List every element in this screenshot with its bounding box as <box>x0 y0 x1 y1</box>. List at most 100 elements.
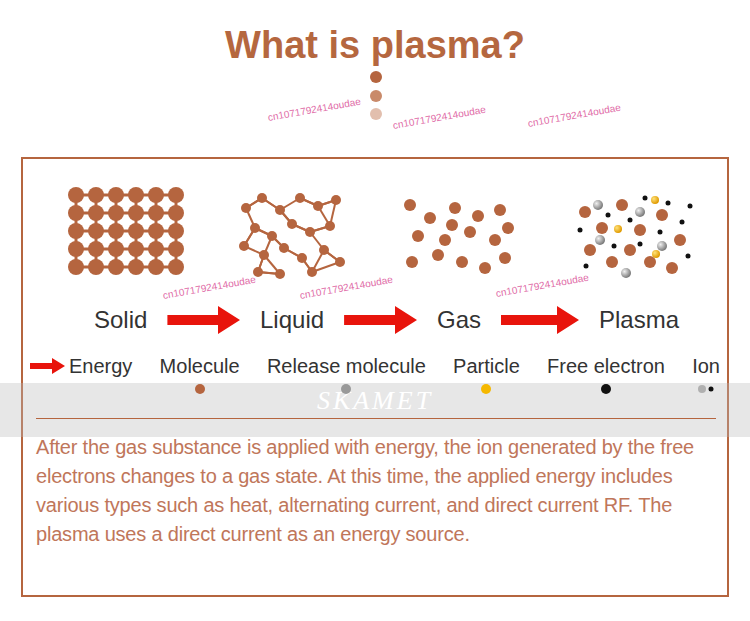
release-molecule <box>635 207 645 217</box>
ion-dot <box>709 387 714 392</box>
molecule <box>108 241 124 257</box>
legend-text: Ion <box>692 354 720 378</box>
molecule <box>88 241 104 257</box>
legend-item: Release molecule <box>267 354 426 396</box>
molecule <box>68 205 84 221</box>
free-electron <box>638 242 643 247</box>
molecule <box>68 259 84 275</box>
legend-swatch <box>188 382 212 396</box>
dot <box>370 71 382 83</box>
dot <box>370 108 382 120</box>
legend-item: Free electron <box>547 354 665 396</box>
molecule <box>88 259 104 275</box>
watermark-text: cn1071792414oudae <box>162 274 256 301</box>
molecule <box>168 259 184 275</box>
molecule <box>88 187 104 203</box>
release-molecule <box>595 235 605 245</box>
free-electron <box>584 264 589 269</box>
molecule <box>596 222 608 234</box>
watermark-logo: SKAMET <box>0 386 750 416</box>
molecule <box>128 187 144 203</box>
molecule <box>404 199 416 211</box>
molecule <box>168 187 184 203</box>
free-electron <box>658 230 663 235</box>
free-electron <box>686 254 691 259</box>
molecule <box>456 256 468 268</box>
molecule <box>464 226 476 238</box>
molecule <box>472 210 484 222</box>
molecule <box>148 223 164 239</box>
molecule <box>307 267 317 277</box>
watermark-text: cn1071792414oudae <box>267 96 361 123</box>
molecule <box>305 227 315 237</box>
molecule <box>267 231 277 241</box>
molecule <box>313 201 323 211</box>
molecule <box>279 243 289 253</box>
state-label: Plasma <box>579 304 699 336</box>
molecule <box>239 241 249 251</box>
legend-row: Energy Molecule Release molecule Particle Fr… <box>30 354 720 396</box>
molecule <box>412 230 424 242</box>
molecule <box>128 205 144 221</box>
molecule <box>606 256 618 268</box>
molecule <box>335 257 345 267</box>
legend-item: Molecule <box>160 354 240 396</box>
molecule <box>439 234 451 246</box>
molecule <box>168 205 184 221</box>
state-label: Gas <box>417 304 501 336</box>
molecule <box>479 262 491 274</box>
legend-text: Particle <box>453 354 520 378</box>
molecule <box>319 245 329 255</box>
free-electron <box>643 196 648 201</box>
molecule <box>68 187 84 203</box>
legend-dot <box>341 384 351 394</box>
legend-dot <box>481 384 491 394</box>
energy-arrow <box>501 306 579 334</box>
particle <box>652 250 660 258</box>
energy-arrow-sample <box>30 356 66 376</box>
molecule <box>331 195 341 205</box>
molecule <box>128 259 144 275</box>
energy-arrow <box>167 306 240 334</box>
molecule <box>666 262 678 274</box>
molecule <box>168 223 184 239</box>
molecule <box>446 219 458 231</box>
watermark-text: cn1071792414oudae <box>527 102 621 129</box>
release-molecule <box>621 268 631 278</box>
free-electron <box>666 201 671 206</box>
molecule <box>616 199 628 211</box>
free-electron <box>578 228 583 233</box>
molecule <box>88 205 104 221</box>
molecule <box>241 203 251 213</box>
watermark-text: cn1071792414oudae <box>392 104 486 131</box>
molecule <box>68 241 84 257</box>
molecule <box>579 206 591 218</box>
molecule <box>297 253 307 263</box>
molecule <box>406 256 418 268</box>
legend-swatch <box>694 382 718 396</box>
state-name: Plasma <box>599 306 679 334</box>
molecule <box>108 187 124 203</box>
molecule <box>295 193 305 203</box>
free-electron <box>680 220 685 225</box>
molecule <box>489 234 501 246</box>
molecule <box>108 205 124 221</box>
molecule <box>148 187 164 203</box>
molecule <box>502 222 514 234</box>
molecule <box>432 249 444 261</box>
particle <box>614 225 622 233</box>
free-electron <box>612 244 617 249</box>
legend-text: Release molecule <box>267 354 426 378</box>
energy-arrow <box>30 358 65 374</box>
molecule <box>287 219 297 229</box>
molecule <box>148 241 164 257</box>
particle <box>651 196 659 204</box>
legend-item: Ion <box>692 354 720 396</box>
ion-dot <box>698 385 706 393</box>
legend-text: Energy <box>69 354 132 378</box>
molecule <box>68 223 84 239</box>
legend-swatch <box>334 382 358 396</box>
molecule <box>128 223 144 239</box>
molecule <box>656 209 668 221</box>
molecule <box>257 193 267 203</box>
